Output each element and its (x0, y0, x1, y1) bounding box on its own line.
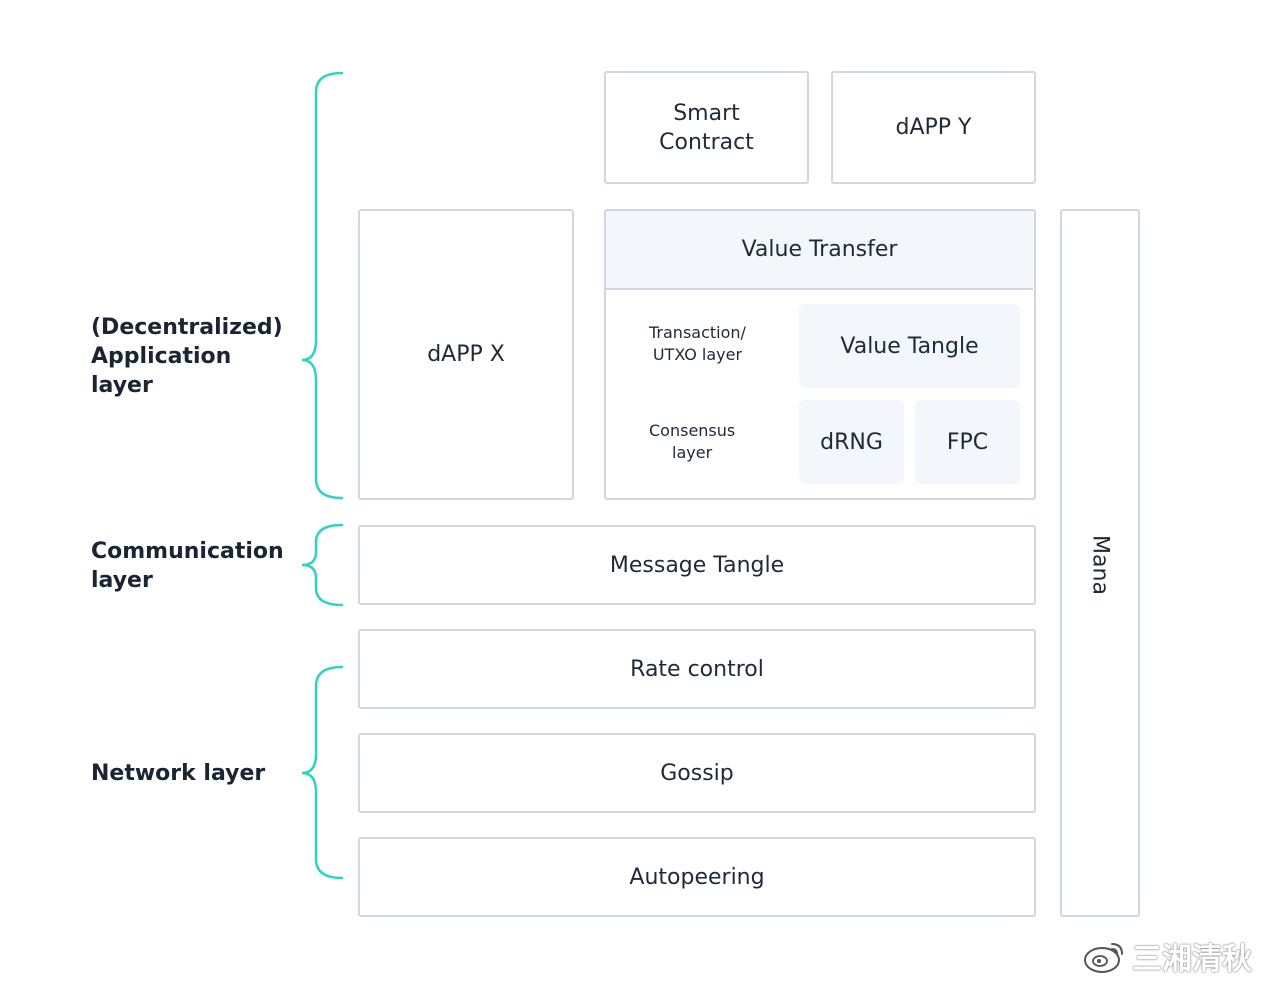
dapp-x-label: dAPP X (427, 342, 505, 367)
communication-layer-brace (301, 523, 344, 607)
mana-box: Mana (1060, 209, 1140, 917)
smart-contract-box: Smart Contract (604, 71, 809, 184)
watermark-text: 三湘清秋 (1132, 942, 1252, 977)
transaction-utxo-label: Transaction/ UTXO layer (649, 323, 746, 364)
smart-contract-label: Smart Contract (659, 100, 754, 155)
dapp-y-box: dAPP Y (831, 71, 1036, 184)
message-tangle-label: Message Tangle (609, 552, 785, 578)
network-layer-brace (301, 665, 344, 880)
application-layer-label: (Decentralized) Application layer (91, 315, 283, 398)
communication-layer-label: Communication layer (91, 539, 284, 593)
autopeering-box: Autopeering (358, 837, 1036, 917)
watermark: 三湘清秋 (1082, 934, 1252, 978)
gossip-label: Gossip (660, 760, 734, 786)
rate-control-label: Rate control (630, 656, 764, 682)
weibo-logo-icon (1084, 943, 1123, 973)
fpc-box: FPC (915, 400, 1020, 484)
gossip-box: Gossip (358, 733, 1036, 813)
value-tangle-box: Value Tangle (799, 304, 1020, 388)
value-transfer-box: Value Transfer Transaction/ UTXO layer V… (604, 209, 1036, 500)
consensus-layer-label: Consensus layer (649, 421, 736, 462)
application-layer-brace (301, 71, 344, 500)
value-transfer-header: Value Transfer (606, 211, 1033, 290)
autopeering-label: Autopeering (629, 864, 765, 890)
drng-box: dRNG (799, 400, 904, 484)
message-tangle-box: Message Tangle (358, 525, 1036, 605)
dapp-y-label: dAPP Y (895, 115, 972, 140)
mana-label: Mana (1087, 535, 1113, 595)
rate-control-box: Rate control (358, 629, 1036, 709)
network-layer-label: Network layer (91, 761, 266, 786)
dapp-x-box: dAPP X (358, 209, 574, 500)
